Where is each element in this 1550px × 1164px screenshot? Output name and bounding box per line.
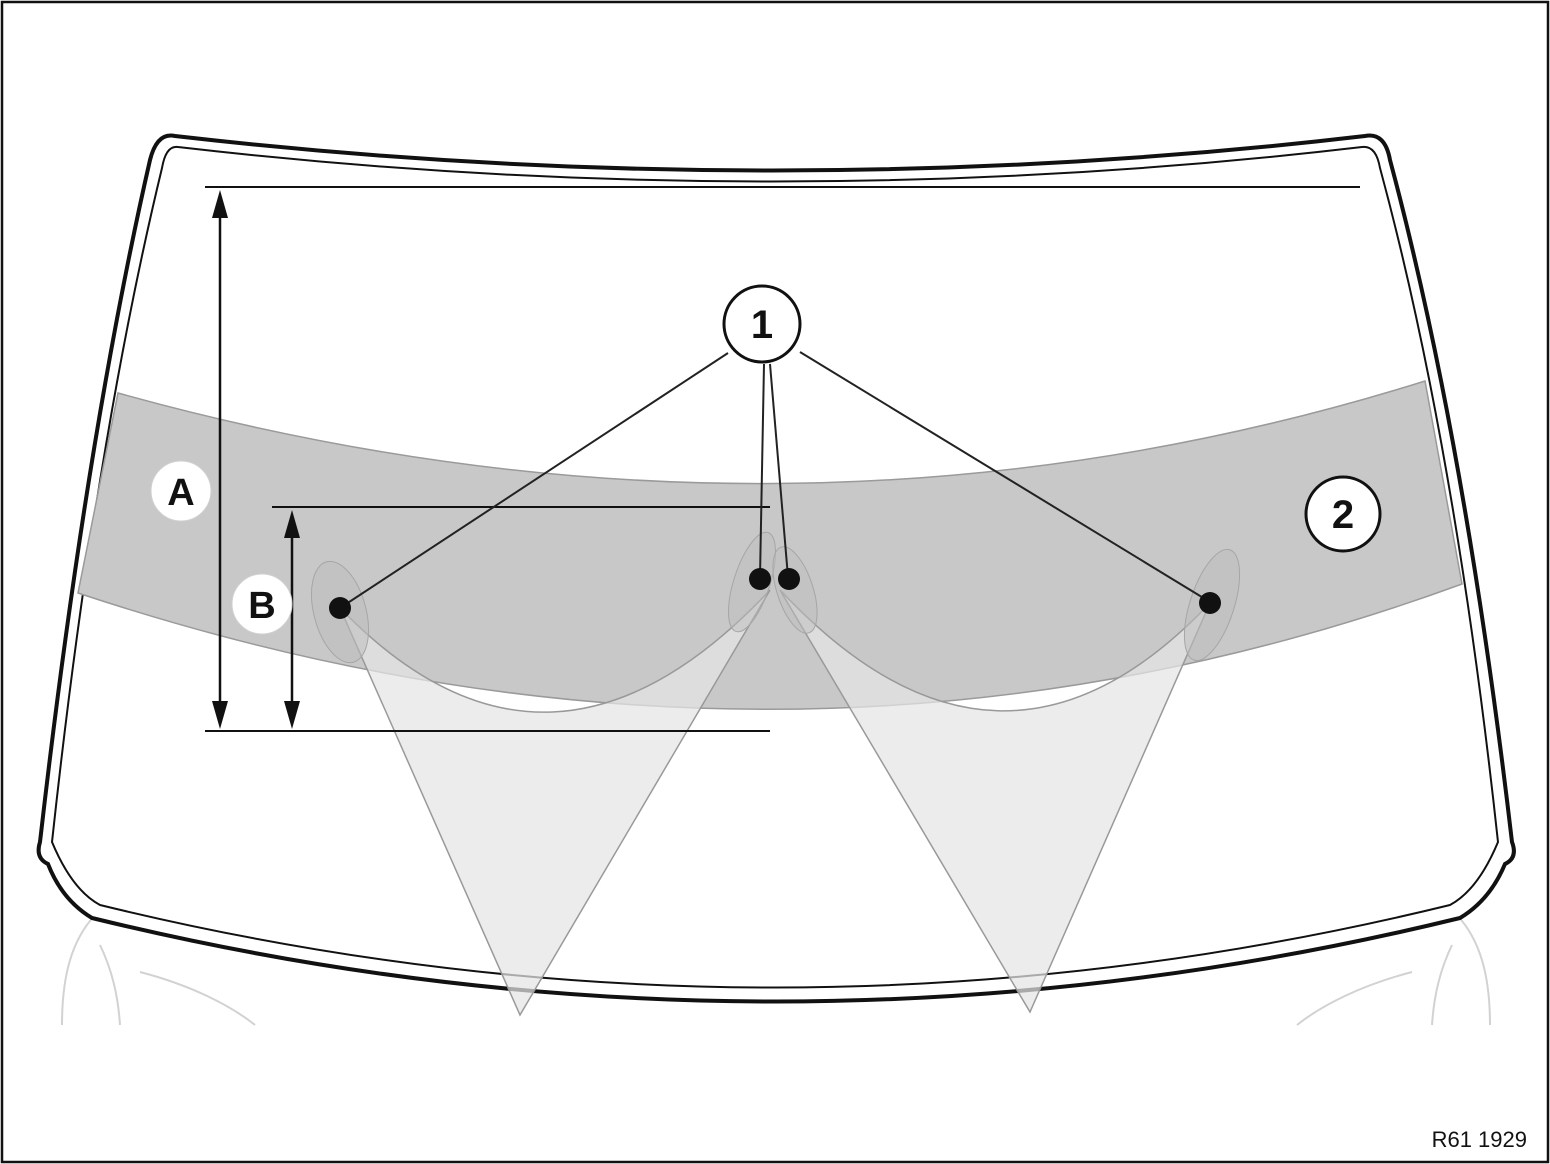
- windshield-inner-edge: [50, 145, 1500, 989]
- dimension-b-arrow: [284, 510, 300, 729]
- dimension-reference-lines: [205, 186, 1360, 732]
- dimension-a-label-group: A: [150, 460, 212, 522]
- car-body-outline: [61, 914, 1491, 1026]
- washer-nozzles: [329, 568, 1221, 619]
- callout-1-label: 1: [751, 303, 773, 347]
- callout-2-label: 2: [1332, 493, 1354, 537]
- center-left-nozzle: [749, 568, 771, 590]
- left-nozzle: [329, 597, 351, 619]
- right-nozzle: [1199, 592, 1221, 614]
- dimension-b-label: B: [248, 585, 275, 627]
- center-right-spray-spot: [772, 546, 818, 634]
- dimension-b-label-group: B: [231, 573, 293, 635]
- center-right-nozzle: [778, 568, 800, 590]
- reference-code: R61 1929: [1432, 1127, 1527, 1152]
- spray-fans: [311, 531, 1241, 1017]
- callout-1-leaders: [339, 351, 1211, 609]
- dimension-a-label: A: [167, 472, 194, 514]
- callout-1: 1: [722, 284, 802, 364]
- callout-2: 2: [1304, 475, 1382, 553]
- dimension-a-arrow: [212, 190, 228, 729]
